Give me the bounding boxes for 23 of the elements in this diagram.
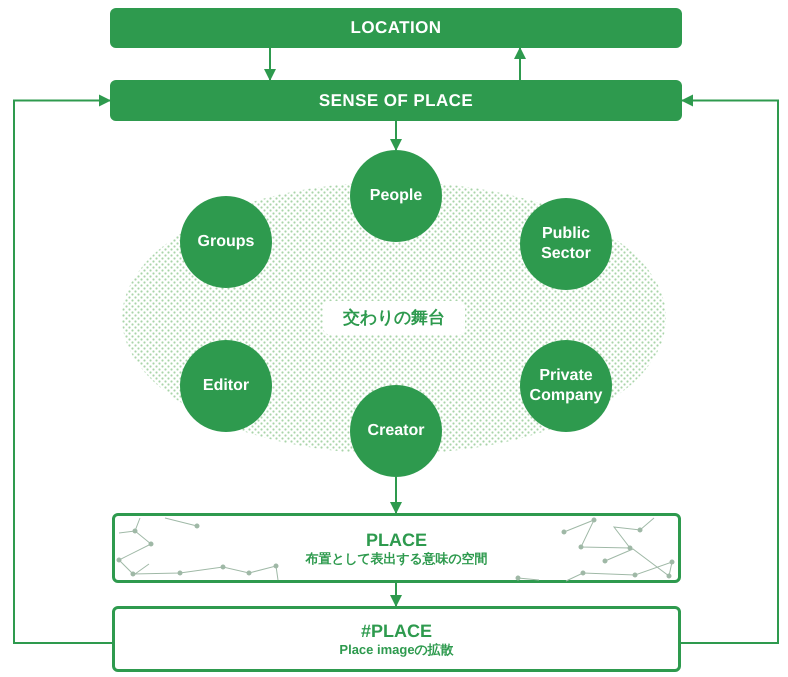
- outlined-box: [112, 606, 681, 672]
- arrow: [13, 94, 112, 644]
- box-subtitle: Place imageの拡散: [339, 642, 454, 658]
- arrow: [390, 121, 402, 151]
- arrow: [681, 94, 779, 644]
- bar-title: SENSE OF PLACE: [318, 90, 474, 112]
- actor-label: Creator: [368, 421, 424, 441]
- title-bar: [110, 8, 682, 48]
- bar-title: LOCATION: [350, 17, 442, 40]
- arrow: [390, 583, 402, 607]
- actor-label: Private Company: [528, 366, 604, 406]
- actor-label: Groups: [198, 232, 254, 252]
- arrow: [264, 48, 276, 81]
- actor-label: People: [370, 186, 422, 206]
- box-title: #PLACE: [360, 620, 432, 642]
- stage-label: 交わりの舞台: [323, 301, 465, 335]
- arrow: [390, 477, 402, 514]
- arrow: [514, 47, 526, 80]
- actor-label: Editor: [202, 376, 250, 396]
- box-title: PLACE: [366, 528, 427, 552]
- title-bar: [110, 80, 682, 121]
- actor-label: Public Sector: [540, 224, 592, 264]
- box-subtitle: 布置として表出する意味の空間: [306, 551, 488, 568]
